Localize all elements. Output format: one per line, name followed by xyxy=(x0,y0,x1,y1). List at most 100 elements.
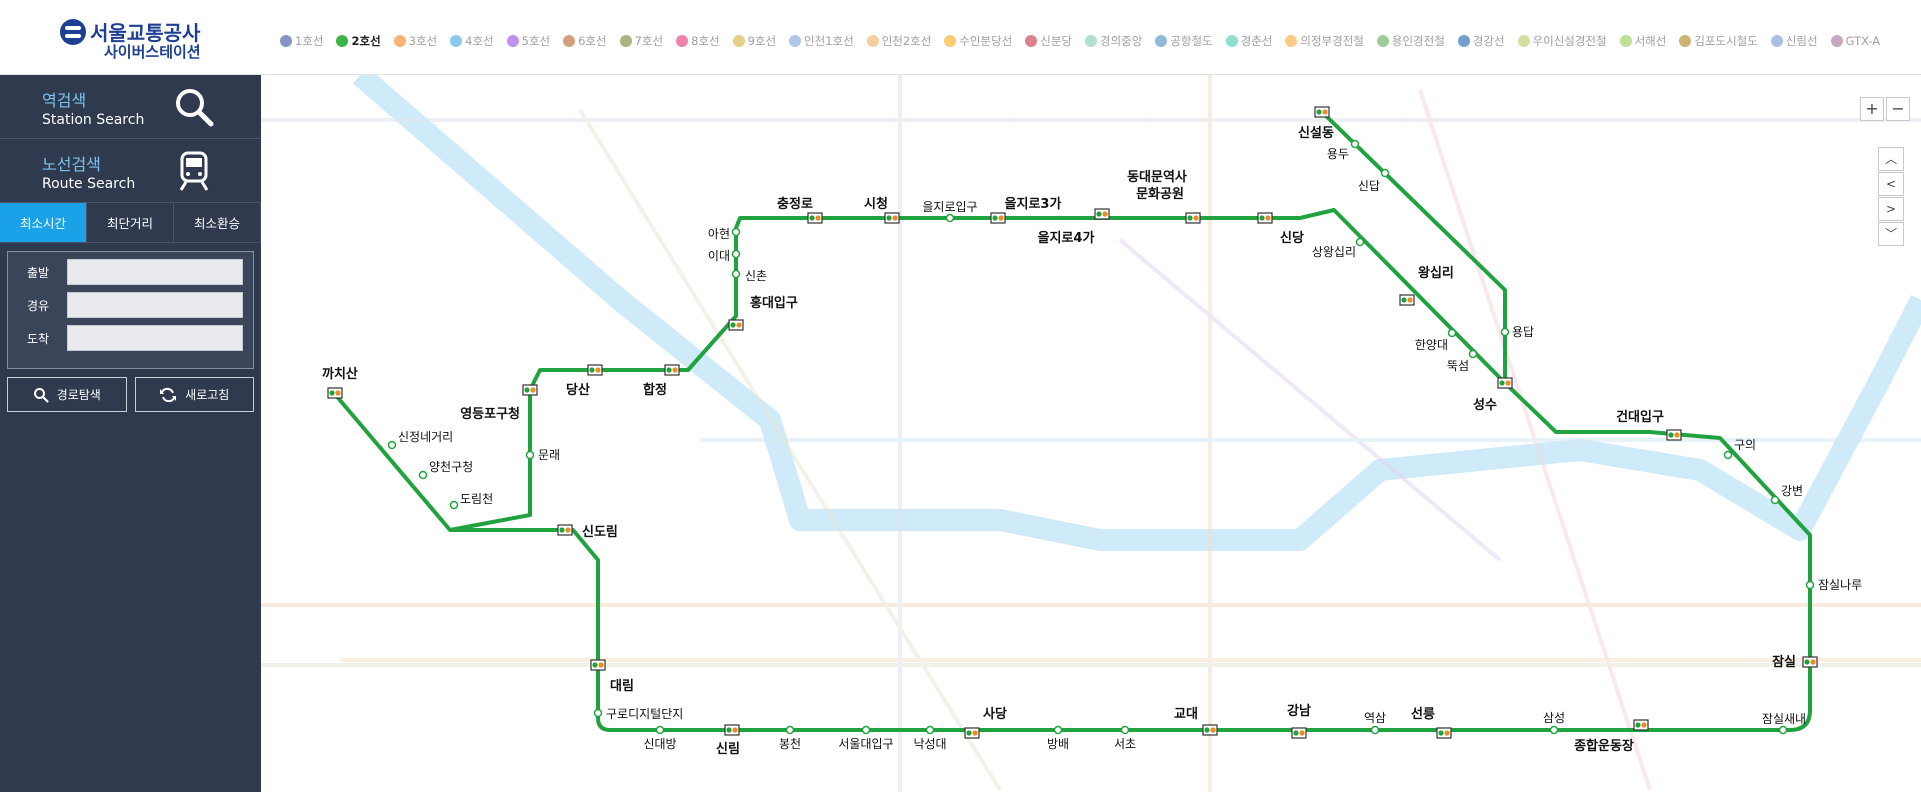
station-label[interactable]: 신설동 xyxy=(1298,126,1334,141)
transfer-station-marker[interactable] xyxy=(1666,429,1682,441)
line-tab-18[interactable]: 경강선 xyxy=(1457,33,1505,49)
station-label[interactable]: 용두 xyxy=(1327,147,1349,161)
station-marker[interactable] xyxy=(945,213,955,223)
station-label[interactable]: 을지로입구 xyxy=(922,200,977,214)
station-label[interactable]: 문래 xyxy=(538,448,560,462)
station-label[interactable]: 서초 xyxy=(1114,737,1136,751)
transfer-station-marker[interactable] xyxy=(964,727,980,739)
station-marker[interactable] xyxy=(1468,349,1478,359)
pan-right-button[interactable]: > xyxy=(1878,197,1904,221)
station-label[interactable]: 용답 xyxy=(1512,325,1534,339)
station-label[interactable]: 잠실새내 xyxy=(1762,712,1806,726)
station-label[interactable]: 까치산 xyxy=(322,366,358,382)
line-tab-2[interactable]: 3호선 xyxy=(393,33,437,49)
station-marker[interactable] xyxy=(731,269,741,279)
transfer-station-marker[interactable] xyxy=(884,212,900,224)
station-label[interactable]: 구로디지털단지 xyxy=(606,707,683,721)
station-marker[interactable] xyxy=(593,708,603,718)
transfer-station-marker[interactable] xyxy=(1399,294,1415,306)
station-label[interactable]: 한양대 xyxy=(1415,338,1448,352)
line-tab-21[interactable]: 김포도시철도 xyxy=(1679,33,1758,49)
line-tab-6[interactable]: 7호선 xyxy=(619,33,663,49)
station-marker[interactable] xyxy=(1380,168,1390,178)
line-tab-19[interactable]: 우이신설경전철 xyxy=(1517,33,1607,49)
transfer-station-marker[interactable] xyxy=(728,319,744,331)
station-label[interactable]: 삼성 xyxy=(1543,711,1565,725)
station-marker[interactable] xyxy=(731,227,741,237)
zoom-in-button[interactable]: + xyxy=(1860,97,1884,121)
via-input[interactable] xyxy=(67,292,243,318)
station-marker[interactable] xyxy=(1053,725,1063,735)
station-marker[interactable] xyxy=(731,249,741,259)
station-marker[interactable] xyxy=(1770,495,1780,505)
station-label[interactable]: 종합운동장 xyxy=(1574,738,1634,754)
station-label[interactable]: 신대방 xyxy=(643,737,676,751)
transfer-station-marker[interactable] xyxy=(1185,212,1201,224)
tab-shortest-distance[interactable]: 최단거리 xyxy=(87,203,174,242)
station-marker[interactable] xyxy=(1355,237,1365,247)
station-label[interactable]: 신림 xyxy=(716,742,740,757)
station-label[interactable]: 신당 xyxy=(1280,230,1304,246)
station-label[interactable]: 신답 xyxy=(1358,179,1380,193)
transfer-station-marker[interactable] xyxy=(1094,208,1110,220)
transfer-station-marker[interactable] xyxy=(1291,727,1307,739)
station-label[interactable]: 역삼 xyxy=(1364,711,1386,725)
tab-min-transfer[interactable]: 최소환승 xyxy=(174,203,261,242)
route-search-submit-button[interactable]: 경로탐색 xyxy=(7,377,127,412)
station-marker[interactable] xyxy=(1778,725,1788,735)
line-tab-10[interactable]: 인천2호선 xyxy=(866,33,931,49)
station-marker[interactable] xyxy=(1500,327,1510,337)
station-label[interactable]: 잠실 xyxy=(1772,654,1796,670)
transfer-station-marker[interactable] xyxy=(1257,212,1273,224)
station-label[interactable]: 강변 xyxy=(1781,484,1803,498)
station-label[interactable]: 당산 xyxy=(566,382,590,398)
line-tab-0[interactable]: 1호선 xyxy=(280,33,323,49)
arrival-input[interactable] xyxy=(67,325,243,351)
seoul-metro-logo[interactable]: 서울교통공사 사이버스테이션 xyxy=(60,17,210,61)
line-tab-23[interactable]: GTX-A xyxy=(1830,34,1880,48)
station-marker[interactable] xyxy=(1805,580,1815,590)
station-label[interactable]: 선릉 xyxy=(1411,706,1435,722)
station-marker[interactable] xyxy=(387,440,397,450)
route-search-button[interactable]: 노선검색 Route Search xyxy=(0,139,261,203)
line-tab-9[interactable]: 인천1호선 xyxy=(789,33,854,49)
transfer-station-marker[interactable] xyxy=(1436,727,1452,739)
station-label[interactable]: 도림천 xyxy=(460,491,493,506)
station-marker[interactable] xyxy=(525,450,535,460)
station-marker[interactable] xyxy=(861,725,871,735)
station-label[interactable]: 합정 xyxy=(643,382,667,398)
station-label[interactable]: 동대문역사 xyxy=(1127,169,1187,185)
line-tab-12[interactable]: 신분당 xyxy=(1025,33,1072,49)
transfer-station-marker[interactable] xyxy=(1202,724,1218,736)
station-marker[interactable] xyxy=(1447,328,1457,338)
line-tab-22[interactable]: 신림선 xyxy=(1770,33,1818,49)
line-tab-17[interactable]: 용인경전철 xyxy=(1376,33,1445,49)
line-tab-8[interactable]: 9호선 xyxy=(732,33,776,49)
station-label[interactable]: 강남 xyxy=(1287,703,1311,719)
station-label[interactable]: 건대입구 xyxy=(1616,409,1664,425)
station-label[interactable]: 뚝섬 xyxy=(1447,359,1469,373)
station-label[interactable]: 신촌 xyxy=(745,269,767,283)
station-marker[interactable] xyxy=(655,725,665,735)
station-label[interactable]: 충정로 xyxy=(777,196,813,212)
station-marker[interactable] xyxy=(1120,725,1130,735)
station-label[interactable]: 방배 xyxy=(1047,737,1069,751)
station-marker[interactable] xyxy=(449,500,459,510)
station-label[interactable]: 구의 xyxy=(1734,438,1756,452)
transfer-station-marker[interactable] xyxy=(557,524,573,536)
station-label[interactable]: 을지로3가 xyxy=(1005,196,1062,212)
pan-down-button[interactable]: ﹀ xyxy=(1878,222,1904,246)
station-label[interactable]: 사당 xyxy=(983,706,1007,722)
transfer-station-marker[interactable] xyxy=(724,724,740,736)
line-tab-13[interactable]: 경의중앙 xyxy=(1084,33,1142,49)
station-label[interactable]: 을지로4가 xyxy=(1038,230,1095,246)
line-tab-1[interactable]: 2호선 xyxy=(336,33,381,49)
station-label[interactable]: 왕십리 xyxy=(1418,265,1454,281)
station-label[interactable]: 문화공원 xyxy=(1136,186,1184,202)
transfer-station-marker[interactable] xyxy=(1802,656,1818,668)
station-label[interactable]: 신정네거리 xyxy=(398,430,453,444)
station-marker[interactable] xyxy=(925,725,935,735)
station-marker[interactable] xyxy=(1370,725,1380,735)
transfer-station-marker[interactable] xyxy=(522,384,538,396)
